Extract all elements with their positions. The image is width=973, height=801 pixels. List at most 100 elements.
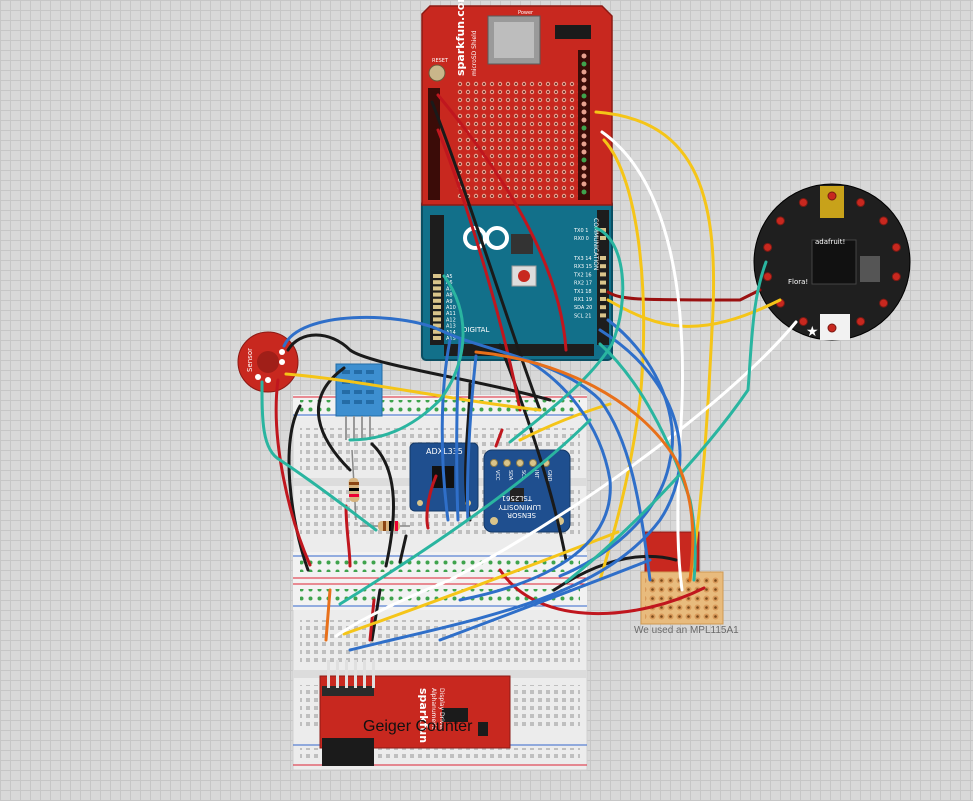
lux-pin[interactable] [503,459,511,467]
wire-blue[interactable] [458,360,612,602]
flora-pad[interactable] [879,298,889,308]
wire-red[interactable] [494,428,504,448]
wire-blue[interactable] [440,338,452,522]
shield-pin[interactable] [581,189,587,195]
resistor[interactable] [348,449,360,521]
dht-sensor[interactable] [335,363,383,440]
wire-yellow[interactable] [342,530,620,636]
shield-pin[interactable] [581,173,587,179]
wire-yellow[interactable] [594,110,716,582]
shield-pin[interactable] [581,77,587,83]
flora-pad[interactable] [891,272,901,282]
shield-pin[interactable] [581,133,587,139]
wire-black[interactable] [398,534,408,564]
serial-pin[interactable] [600,272,606,277]
flora-pad[interactable] [827,323,837,333]
shield-pin[interactable] [581,141,587,147]
wire-blue[interactable] [438,558,652,642]
analog-pin[interactable] [433,292,441,297]
wire-red[interactable] [436,128,522,412]
wire-teal[interactable] [348,274,465,442]
shield-pin[interactable] [581,61,587,67]
serial-pin[interactable] [600,228,606,232]
wire-teal[interactable] [564,260,768,584]
analog-pin[interactable] [433,286,441,291]
power-switch[interactable] [555,25,591,39]
lux-pin[interactable] [529,459,537,467]
flora-pad[interactable] [798,198,808,208]
shield-pin[interactable] [581,69,587,75]
flora-pad[interactable] [879,216,889,226]
flora-board[interactable]: adafruit! Flora! ★ [753,183,911,341]
shield-pin[interactable] [581,101,587,107]
analog-pin[interactable] [433,274,441,278]
shield-pin[interactable] [581,181,587,187]
wire-black[interactable] [430,100,542,412]
serial-pin[interactable] [600,264,606,269]
flora-pad[interactable] [827,191,837,201]
shield-pin[interactable] [581,165,587,171]
wire-red[interactable] [368,598,376,642]
analog-pin[interactable] [433,305,441,309]
flora-pad[interactable] [798,316,808,326]
shield-pin[interactable] [581,157,587,163]
wire-orange[interactable] [324,588,332,642]
shield-pin[interactable] [581,53,587,59]
wire-red[interactable] [425,474,438,530]
analog-pin[interactable] [433,329,441,334]
wire-red[interactable] [344,504,352,568]
shield-pin[interactable] [581,93,587,99]
shield-pin[interactable] [581,149,587,155]
lux-pin[interactable] [490,459,498,467]
shield-pin[interactable] [581,117,587,123]
flora-pad[interactable] [763,242,773,252]
wire-black[interactable] [370,442,395,568]
flora-button[interactable] [860,256,880,282]
shield-pin[interactable] [581,85,587,91]
serial-pin[interactable] [600,288,606,293]
serial-pin[interactable] [600,305,606,310]
analog-pin[interactable] [433,280,441,285]
serial-pin[interactable] [600,297,606,301]
wire-white[interactable] [334,320,798,638]
serial-pin[interactable] [600,256,606,260]
display-connector [322,738,374,766]
flora-pad[interactable] [763,272,773,282]
flora-pad[interactable] [856,316,866,326]
serial-pin[interactable] [600,313,606,318]
wire-black[interactable] [370,588,382,642]
lux-pin[interactable] [516,459,524,467]
wire-red[interactable] [436,93,568,352]
display-driver-board[interactable]: sparkfun Alphanumeric Display Driver [319,660,511,766]
wire-red[interactable] [274,378,312,567]
shield-pin[interactable] [581,109,587,115]
analog-pin[interactable] [433,311,441,316]
flora-pad[interactable] [856,198,866,208]
analog-pin[interactable] [433,336,441,340]
serial-pin[interactable] [600,280,606,285]
wire-blue[interactable] [465,354,478,522]
wire-black[interactable] [287,404,310,572]
wire-white[interactable] [600,130,684,592]
wire-yellow[interactable] [284,372,542,412]
usb-connector[interactable] [820,186,844,218]
wire-orange[interactable] [474,350,695,582]
wire-teal[interactable] [260,380,378,532]
analog-pin[interactable] [433,298,441,303]
microsd-shield[interactable]: RESET Power sparkfun.com microSD Shield [421,0,613,206]
wire-teal[interactable] [508,226,625,444]
analog-pin[interactable] [433,323,441,328]
flora-pad[interactable] [775,216,785,226]
shield-pin[interactable] [581,125,587,131]
flora-pad[interactable] [891,242,901,252]
wire-red[interactable] [606,288,762,302]
sound-sensor[interactable]: Sensor [237,331,299,393]
wire-black[interactable] [286,333,552,402]
shield-reset-button[interactable] [428,64,446,82]
wire-teal[interactable] [338,418,592,606]
serial-pin[interactable] [600,236,606,240]
wire-blue[interactable] [282,315,652,582]
analog-pin[interactable] [433,317,441,322]
wire-red[interactable] [498,568,706,615]
